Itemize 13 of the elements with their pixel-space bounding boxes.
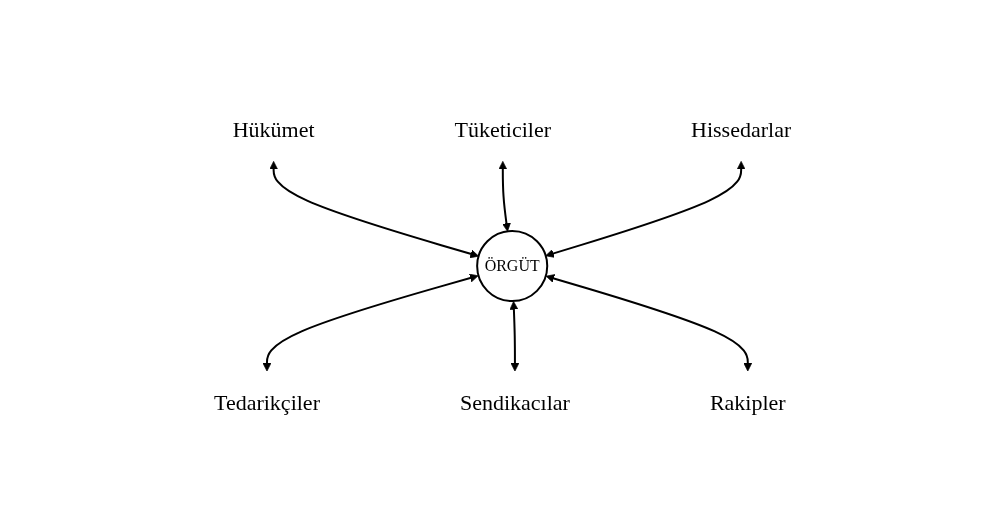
node-text: Hükümet bbox=[232, 116, 315, 142]
node-text: Rakipler bbox=[709, 390, 786, 416]
node-text: Sendikacılar bbox=[459, 390, 570, 416]
node-text: Tedarikçiler bbox=[213, 390, 320, 416]
arrow bbox=[545, 160, 746, 258]
node-text: Hissedarlar bbox=[690, 116, 792, 142]
arrow bbox=[545, 274, 753, 372]
arrow bbox=[269, 160, 479, 259]
arrow bbox=[498, 160, 511, 232]
arrow bbox=[262, 273, 479, 372]
node-circle: ÖRGÜT bbox=[476, 229, 549, 303]
node-text: Tüketiciler bbox=[454, 116, 551, 142]
arrow bbox=[509, 301, 520, 372]
